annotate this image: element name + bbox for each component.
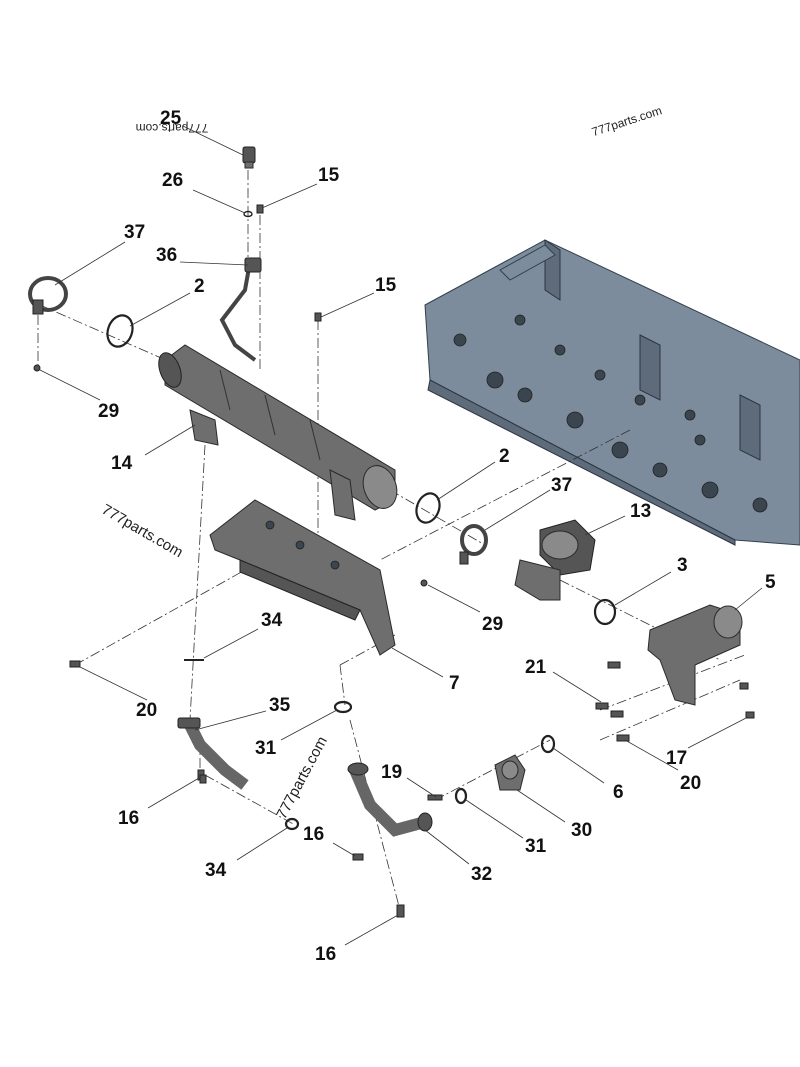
clamp-30-icon xyxy=(494,754,526,791)
gasket-2b-icon xyxy=(415,492,441,524)
watermark-top-left: 777parts.com xyxy=(136,121,209,135)
o-ring-3-icon xyxy=(593,598,617,626)
leader-lines xyxy=(39,125,763,946)
pipe-36-icon xyxy=(219,261,257,362)
pipe-35-icon xyxy=(184,722,249,790)
egr-cooler-14-icon xyxy=(158,344,398,521)
callout-25: 25 xyxy=(160,108,182,129)
callout-26: 26 xyxy=(162,170,183,191)
callout-16b: 16 xyxy=(303,824,324,845)
o-ring-31-icon xyxy=(333,700,353,714)
o-ring-31b-icon xyxy=(454,787,468,805)
callout-34b: 34 xyxy=(205,860,227,881)
callout-34a: 34 xyxy=(261,610,283,631)
gasket-2-icon xyxy=(106,314,134,348)
callout-14: 14 xyxy=(111,453,133,474)
callout-29a: 29 xyxy=(98,401,119,422)
egr-valve-13-icon xyxy=(514,519,596,601)
callout-16c: 16 xyxy=(315,944,336,965)
watermark-top-right: 777parts.com xyxy=(590,103,663,139)
callout-7: 7 xyxy=(449,673,460,694)
callout-2a: 2 xyxy=(194,276,205,297)
callout-30: 30 xyxy=(571,820,592,841)
nut-29-icon xyxy=(33,364,41,372)
callout-31b: 31 xyxy=(525,836,547,857)
bolt-16-icon xyxy=(199,774,405,918)
callout-15b: 15 xyxy=(375,275,397,296)
callout-19: 19 xyxy=(381,762,402,783)
v-clamp-37-icon xyxy=(28,276,68,315)
callout-6: 6 xyxy=(613,782,624,803)
callout-20a: 20 xyxy=(136,700,157,721)
bolt-15-icon xyxy=(256,204,322,322)
callout-17: 17 xyxy=(666,748,687,769)
watermark-center: 777parts.com xyxy=(273,734,331,822)
callout-37a: 37 xyxy=(124,222,145,243)
callout-2b: 2 xyxy=(499,446,510,467)
bolt-set-icon xyxy=(69,660,755,742)
callout-numbers: 25 26 15 37 36 2 15 29 14 2 37 13 3 5 29… xyxy=(98,108,776,965)
pipe-5-icon xyxy=(647,604,743,706)
callout-13: 13 xyxy=(630,501,651,522)
sensor-25-icon xyxy=(242,146,256,169)
callout-37b: 37 xyxy=(551,475,572,496)
callout-29b: 29 xyxy=(482,614,503,635)
v-clamp-37b-icon xyxy=(459,524,488,565)
callout-35: 35 xyxy=(269,695,291,716)
pipe-32-icon xyxy=(349,767,427,837)
callout-20b: 20 xyxy=(680,773,701,794)
callout-21: 21 xyxy=(525,657,547,678)
o-ring-6-icon xyxy=(540,734,556,754)
callout-16a: 16 xyxy=(118,808,139,829)
nut-29b-icon xyxy=(420,579,428,587)
cylinder-head-icon xyxy=(424,239,800,546)
callout-3: 3 xyxy=(677,555,688,576)
callout-36: 36 xyxy=(156,245,177,266)
callout-32: 32 xyxy=(471,864,492,885)
callout-5: 5 xyxy=(765,572,776,593)
callout-15a: 15 xyxy=(318,165,340,186)
o-ring-34b-icon xyxy=(284,817,300,831)
watermark-left: 777parts.com xyxy=(99,501,186,561)
bracket-7-icon xyxy=(209,499,396,656)
o-ring-26-icon xyxy=(243,210,253,218)
callout-31a: 31 xyxy=(255,738,277,759)
bolt-19-icon xyxy=(427,794,443,801)
